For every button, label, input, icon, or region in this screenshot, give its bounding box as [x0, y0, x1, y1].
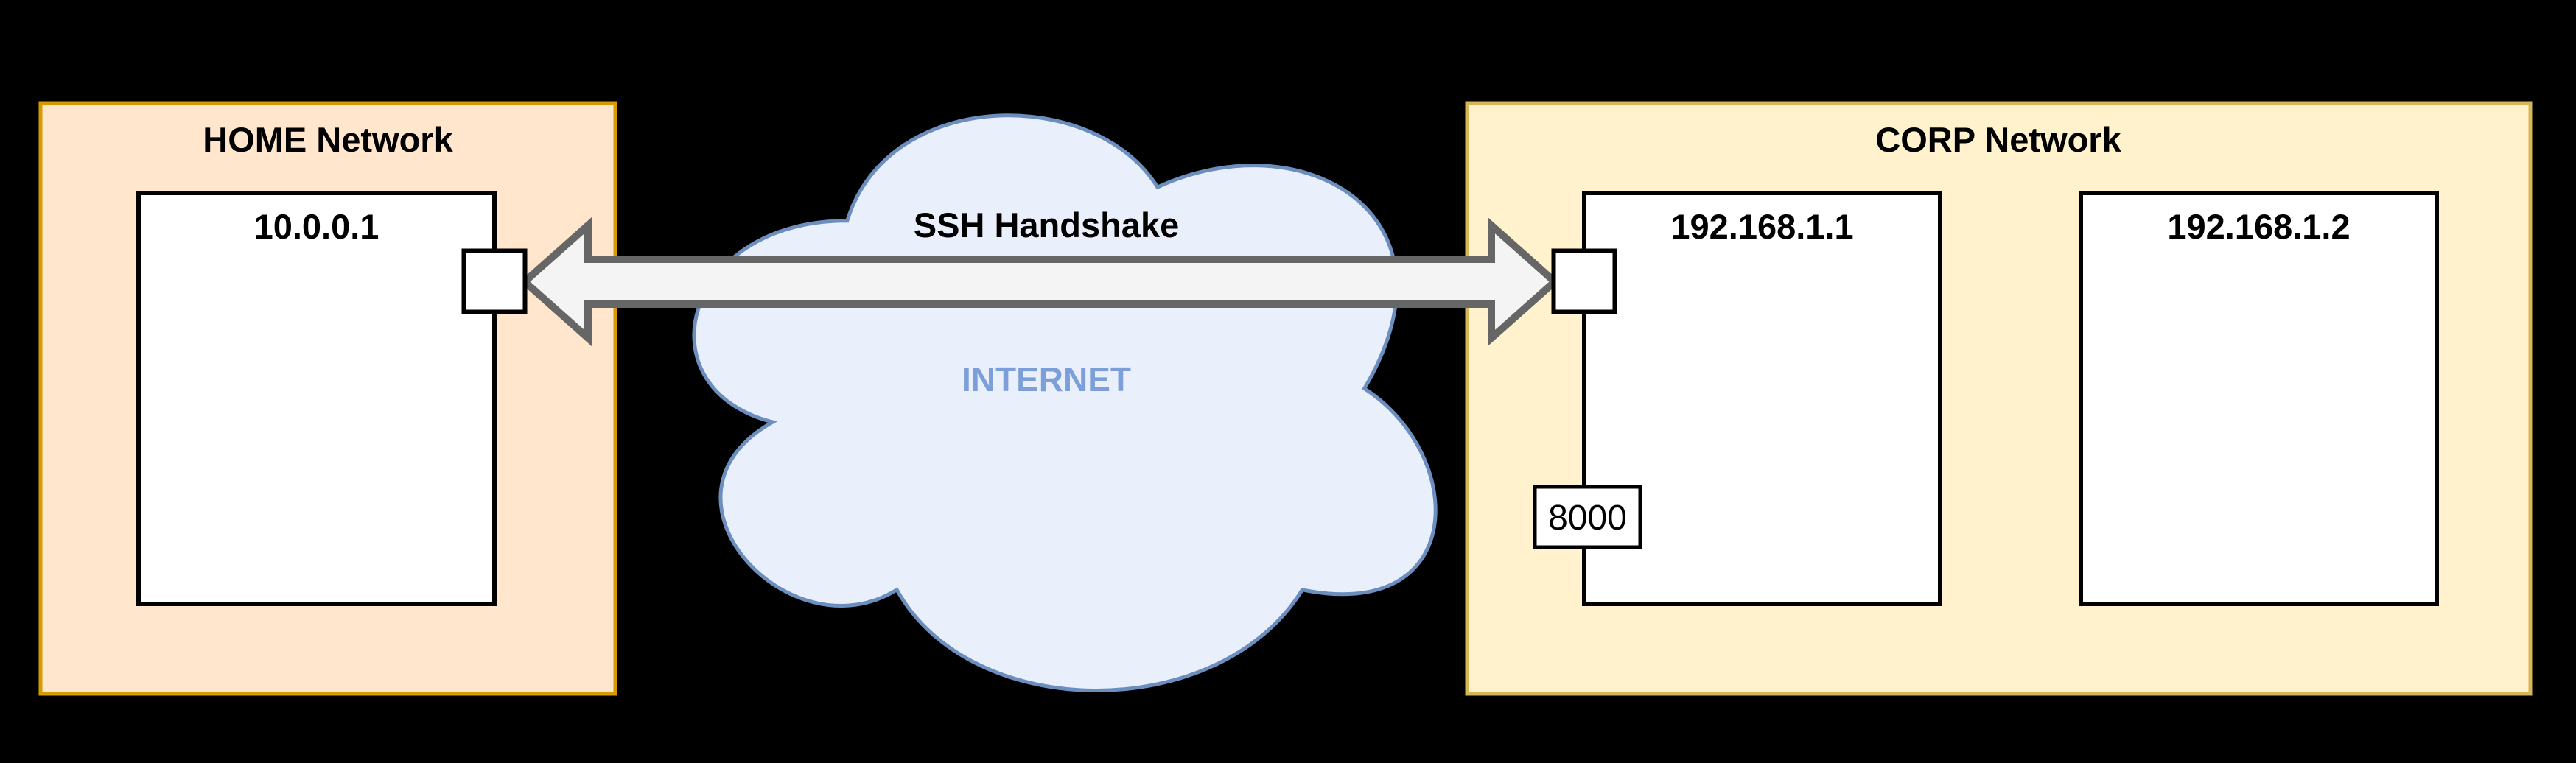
host-box-10-0-0-1: [136, 191, 497, 606]
home-host-port-square: [461, 248, 528, 314]
host-label-192-168-1-2: 192.168.1.2: [2167, 207, 2350, 246]
home-network-title: HOME Network: [203, 120, 453, 159]
internet-label: INTERNET: [962, 360, 1131, 398]
port-8000-label: 8000: [1548, 499, 1627, 538]
ssh-handshake-label: SSH Handshake: [914, 205, 1179, 245]
host-label-10-0-0-1: 10.0.0.1: [254, 207, 379, 246]
corp-host-port-square: [1551, 248, 1617, 314]
port-8000-box: [1533, 485, 1642, 549]
corp-network-title: CORP Network: [1875, 120, 2121, 159]
host-box-192-168-1-1: [1582, 191, 1942, 606]
host-box-192-168-1-2: [2079, 191, 2439, 606]
host-label-192-168-1-1: 192.168.1.1: [1670, 207, 1853, 246]
